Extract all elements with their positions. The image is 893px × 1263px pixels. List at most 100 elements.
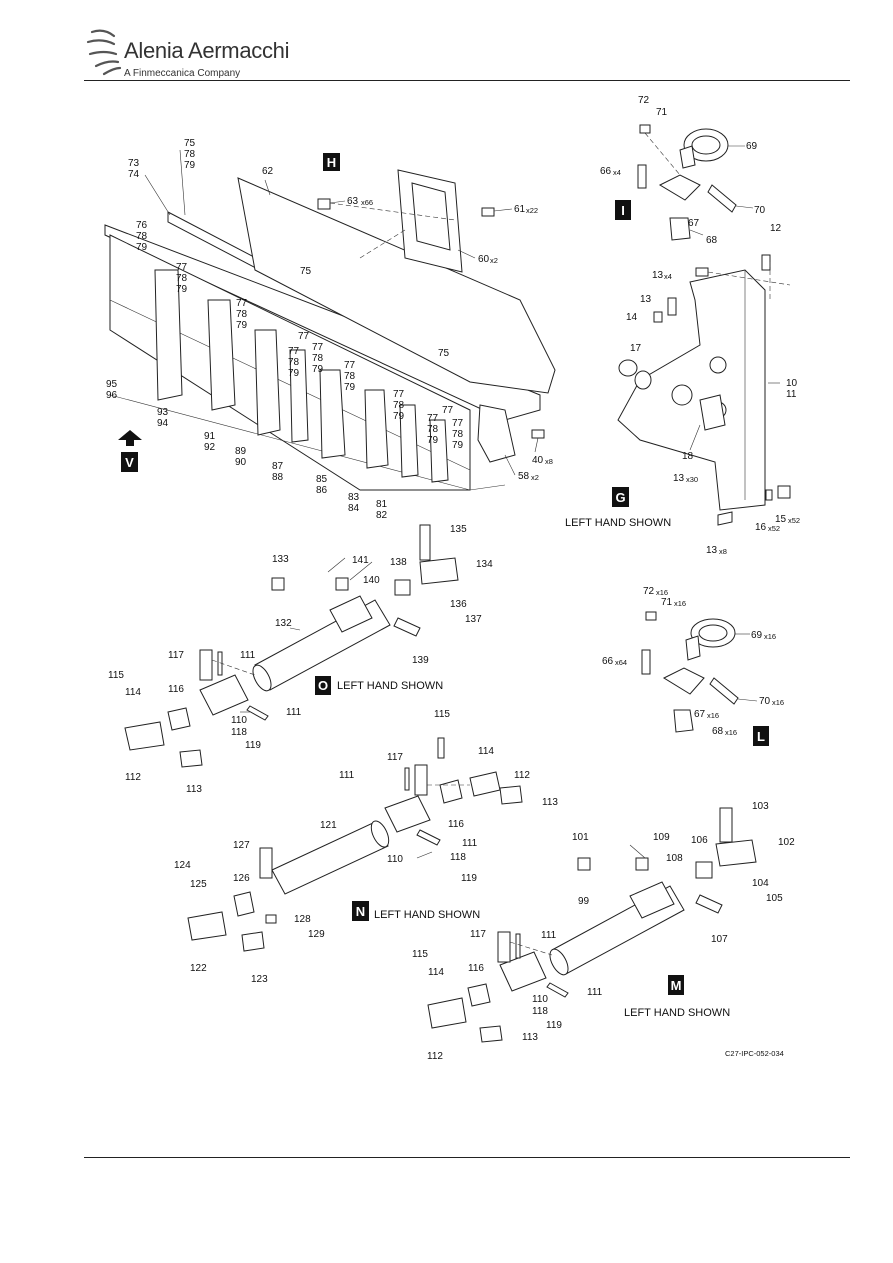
callout: 121 (320, 820, 337, 831)
callout: 79 (393, 411, 405, 422)
callout: 67 (688, 218, 700, 229)
assembly-view-n (187, 737, 523, 952)
view-tag-i: I (615, 200, 631, 220)
callout: 15 (775, 514, 787, 525)
view-o-caption: LEFT HAND SHOWN (337, 680, 443, 692)
callout: 79 (452, 440, 464, 451)
assembly-view-h (104, 149, 556, 491)
callout: 75 (438, 348, 450, 359)
callout: 76 (136, 220, 148, 231)
callout: 119 (461, 873, 477, 884)
callout-qty: x16 (764, 632, 776, 641)
callout: 132 (275, 618, 292, 629)
view-g-caption: LEFT HAND SHOWN (565, 517, 671, 529)
view-tag-h: H (323, 153, 340, 171)
figure-reference: C27-IPC-052-034 (725, 1049, 784, 1058)
footer-rule (84, 1157, 850, 1158)
callout: 90 (235, 457, 247, 468)
callout: 78 (393, 400, 405, 411)
callout: 63 (347, 196, 359, 207)
callout-qty: x16 (674, 599, 686, 608)
callout: 77 (452, 418, 464, 429)
callout: 79 (312, 364, 324, 375)
callout: 115 (108, 670, 124, 681)
callout: 78 (452, 429, 464, 440)
callouts-view-n: 115 114 112 113 111 117 116 111 118 119 … (174, 709, 558, 985)
callout: 77 (236, 298, 248, 309)
callout: 77 (312, 342, 324, 353)
view-letter: H (327, 155, 336, 170)
callout: 122 (190, 963, 207, 974)
callout: 69 (751, 630, 763, 641)
callout: 124 (174, 860, 191, 871)
callout: 73 (128, 158, 140, 169)
callout: 109 (653, 832, 670, 843)
view-letter: M (671, 978, 682, 993)
assembly-view-i (637, 124, 754, 241)
callout: 78 (184, 149, 196, 160)
callout: 107 (711, 934, 728, 945)
callout: 12 (770, 223, 782, 234)
view-m-caption: LEFT HAND SHOWN (624, 1007, 730, 1019)
callout: 78 (176, 273, 188, 284)
callout: 75 (184, 138, 196, 149)
assembly-view-l (641, 611, 758, 733)
callout: 78 (344, 371, 356, 382)
callout: 79 (344, 382, 356, 393)
callout-qty: x2 (531, 473, 539, 482)
callout: 70 (759, 696, 771, 707)
callout: 81 (376, 499, 388, 510)
callout: 77 (176, 262, 188, 273)
callout: 99 (578, 896, 590, 907)
callouts-view-o: 135 133 141 140 138 134 136 137 132 139 … (108, 524, 493, 795)
callout-qty: x64 (615, 658, 627, 667)
callout-qty: x16 (707, 711, 719, 720)
callouts-view-g: 12 13 x4 13 14 17 10 11 18 13 x30 15 x52… (626, 223, 800, 556)
callout: 13 (706, 545, 718, 556)
view-v-arrow-icon (118, 430, 142, 446)
callout: 91 (204, 431, 216, 442)
callout: 115 (434, 709, 450, 720)
callout: 117 (470, 929, 486, 940)
callout: 72 (638, 95, 650, 106)
callout: 67 (694, 709, 706, 720)
view-letter: G (615, 490, 625, 505)
callout: 118 (532, 1006, 548, 1017)
callout: 79 (427, 435, 439, 446)
callout: 134 (476, 559, 493, 570)
view-tag-l: L (753, 726, 769, 746)
callout: 116 (448, 819, 464, 830)
callout: 40 (532, 455, 544, 466)
callout: 116 (468, 963, 484, 974)
callout: 111 (541, 930, 557, 941)
callout: 77 (298, 331, 310, 342)
view-tag-n: N (352, 901, 369, 921)
callout: 119 (245, 740, 261, 751)
callout: 112 (125, 772, 141, 783)
callout: 119 (546, 1020, 562, 1031)
callout: 138 (390, 557, 407, 568)
callout: 77 (393, 389, 405, 400)
view-letter: N (356, 904, 365, 919)
callout: 71 (661, 597, 673, 608)
callout: 82 (376, 510, 388, 521)
callout-qty: x52 (788, 516, 800, 525)
callout: 110 (387, 854, 403, 865)
callout: 114 (478, 746, 494, 757)
callout: 125 (190, 879, 207, 890)
callout: 116 (168, 684, 184, 695)
callout: 18 (682, 451, 694, 462)
callout: 78 (236, 309, 248, 320)
callout: 77 (427, 413, 439, 424)
callout: 101 (572, 832, 589, 843)
callout: 79 (236, 320, 248, 331)
callout: 129 (308, 929, 325, 940)
callout-qty: x16 (772, 698, 784, 707)
view-letter: I (621, 203, 625, 218)
callout: 111 (286, 707, 302, 718)
callout: 118 (450, 852, 466, 863)
callouts-view-i: 72 71 69 66 x4 70 67 68 (600, 95, 766, 246)
callout: 77 (442, 405, 454, 416)
callouts-view-l: 72 x16 71 x16 69 x16 66 x64 67 x16 70 x1… (602, 586, 784, 737)
